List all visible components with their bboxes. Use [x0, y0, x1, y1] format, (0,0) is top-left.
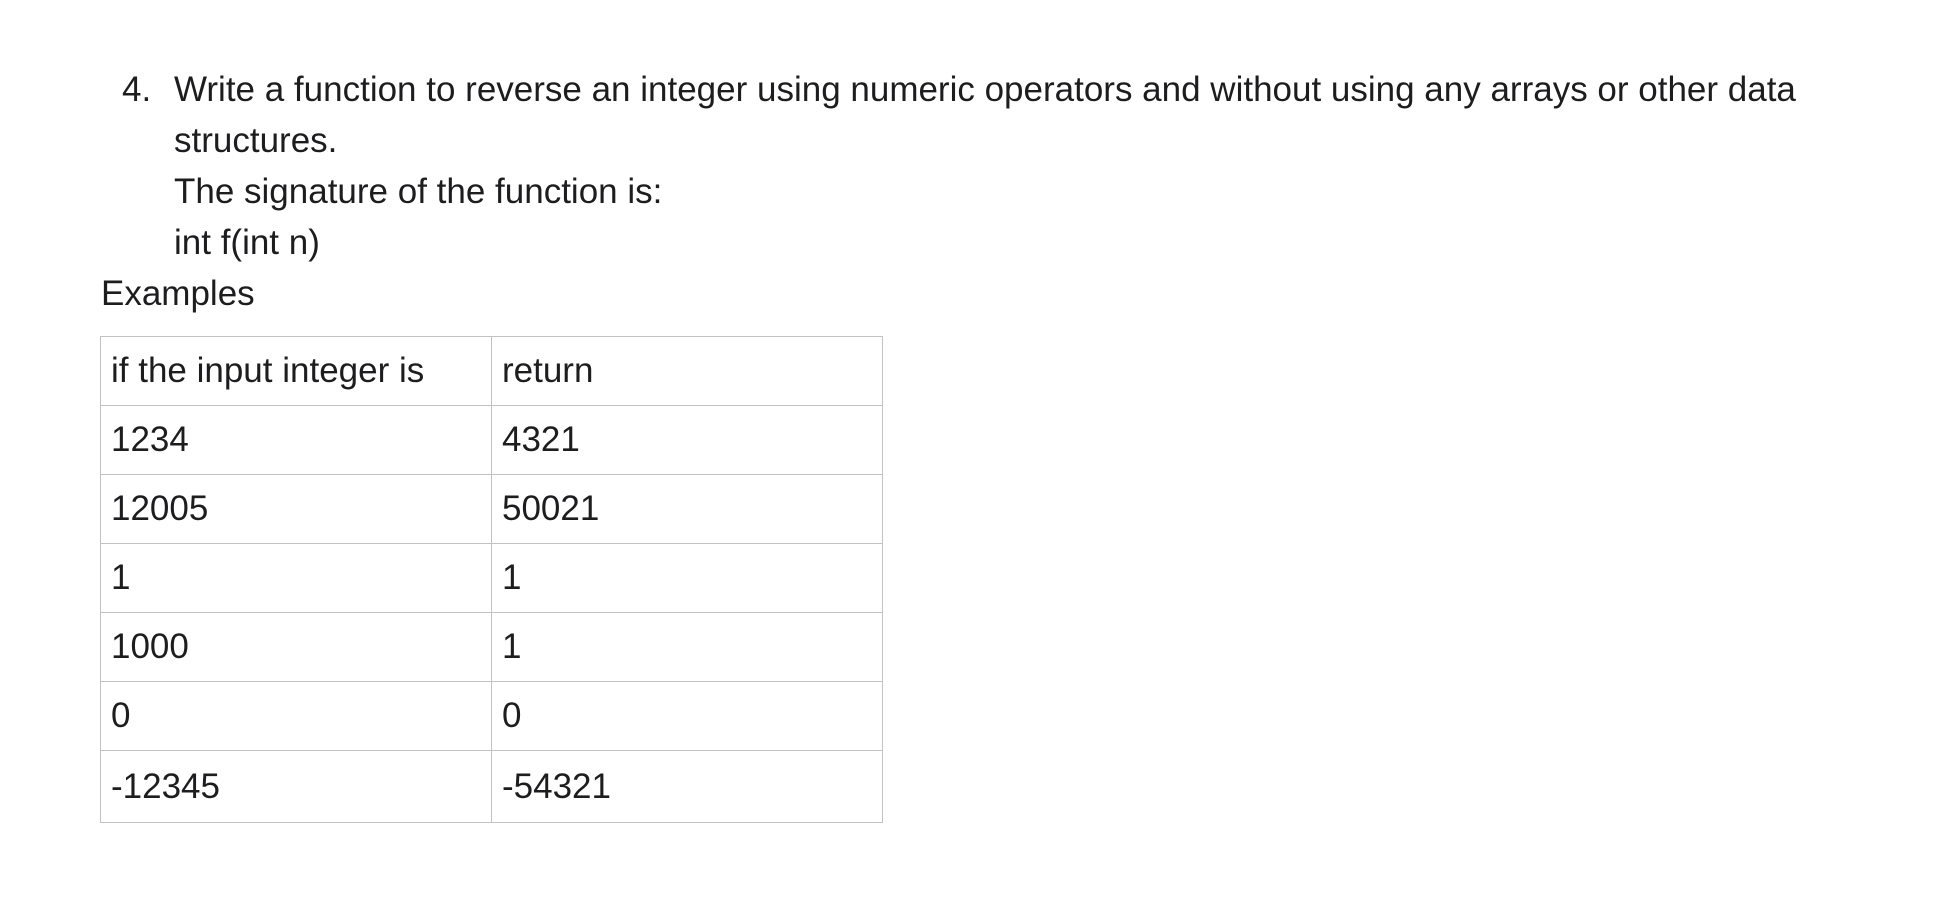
table-cell-return: 0 [491, 681, 883, 751]
table-row: 0 0 [100, 681, 883, 751]
table-header-cell: if the input integer is [100, 336, 492, 406]
table-cell-return: 1 [491, 612, 883, 682]
function-signature: int f(int n) [174, 223, 320, 262]
table-cell-input: 1234 [100, 405, 492, 475]
table-header-row: if the input integer is return [100, 336, 883, 406]
table-row: 1 1 [100, 543, 883, 613]
table-cell-return: -54321 [491, 750, 883, 823]
examples-table: if the input integer is return 1234 4321… [100, 336, 883, 823]
question-text-line: Write a function to reverse an integer u… [174, 70, 1796, 109]
table-row: 1234 4321 [100, 405, 883, 475]
question-text-line: The signature of the function is: [174, 172, 663, 211]
table-cell-input: 12005 [100, 474, 492, 544]
table-row: -12345 -54321 [100, 750, 883, 823]
question-body: Write a function to reverse an integer u… [174, 64, 1914, 268]
table-cell-return: 50021 [491, 474, 883, 544]
table-cell-return: 1 [491, 543, 883, 613]
question-text-line: structures. [174, 121, 338, 160]
table-cell-return: 4321 [491, 405, 883, 475]
question-number: 4. [122, 70, 152, 109]
table-cell-input: 1 [100, 543, 492, 613]
table-row: 12005 50021 [100, 474, 883, 544]
examples-heading: Examples [101, 274, 255, 313]
table-row: 1000 1 [100, 612, 883, 682]
table-cell-input: -12345 [100, 750, 492, 823]
table-header-cell: return [491, 336, 883, 406]
table-cell-input: 0 [100, 681, 492, 751]
table-cell-input: 1000 [100, 612, 492, 682]
